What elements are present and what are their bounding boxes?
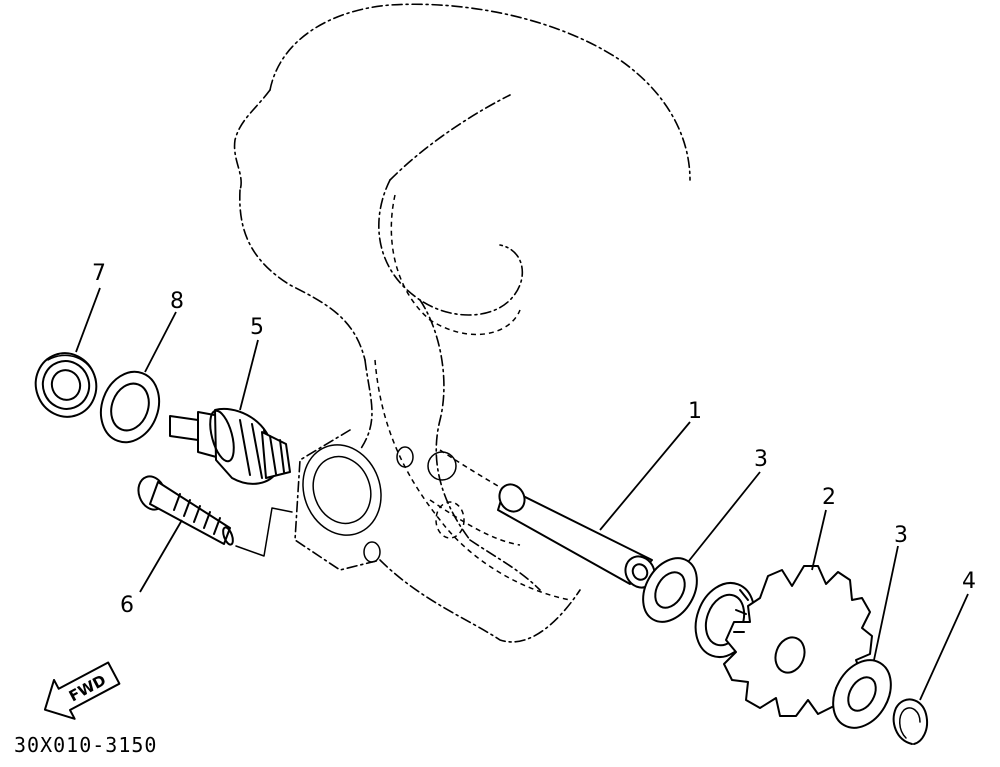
part-5-gear-shaft xyxy=(169,407,291,485)
callout-6: 6 xyxy=(120,593,134,618)
crankcase-outline xyxy=(233,3,691,643)
part-8-washer xyxy=(99,370,161,444)
part-3-washer-right xyxy=(832,659,892,729)
callout-3-left: 3 xyxy=(754,447,768,472)
leader-lines xyxy=(75,287,969,701)
callout-1: 1 xyxy=(688,399,702,424)
part-2-sprocket xyxy=(694,565,873,717)
part-4-circlip xyxy=(892,698,928,745)
part-6-bolt xyxy=(137,475,293,557)
callout-7: 7 xyxy=(92,261,106,286)
fwd-arrow-icon: FWD xyxy=(43,661,121,720)
callout-4: 4 xyxy=(962,569,976,594)
part-3-washer-left xyxy=(642,557,698,623)
callout-3-right: 3 xyxy=(894,523,908,548)
callout-8: 8 xyxy=(170,289,184,314)
callout-2: 2 xyxy=(822,485,836,510)
diagram-part-number: 30X010-3150 xyxy=(14,733,157,757)
part-7-oil-seal xyxy=(34,352,98,418)
callout-5: 5 xyxy=(250,315,264,340)
callout-labels: 7 8 5 1 3 2 3 4 6 xyxy=(92,261,976,618)
part-1-pin xyxy=(497,483,656,589)
